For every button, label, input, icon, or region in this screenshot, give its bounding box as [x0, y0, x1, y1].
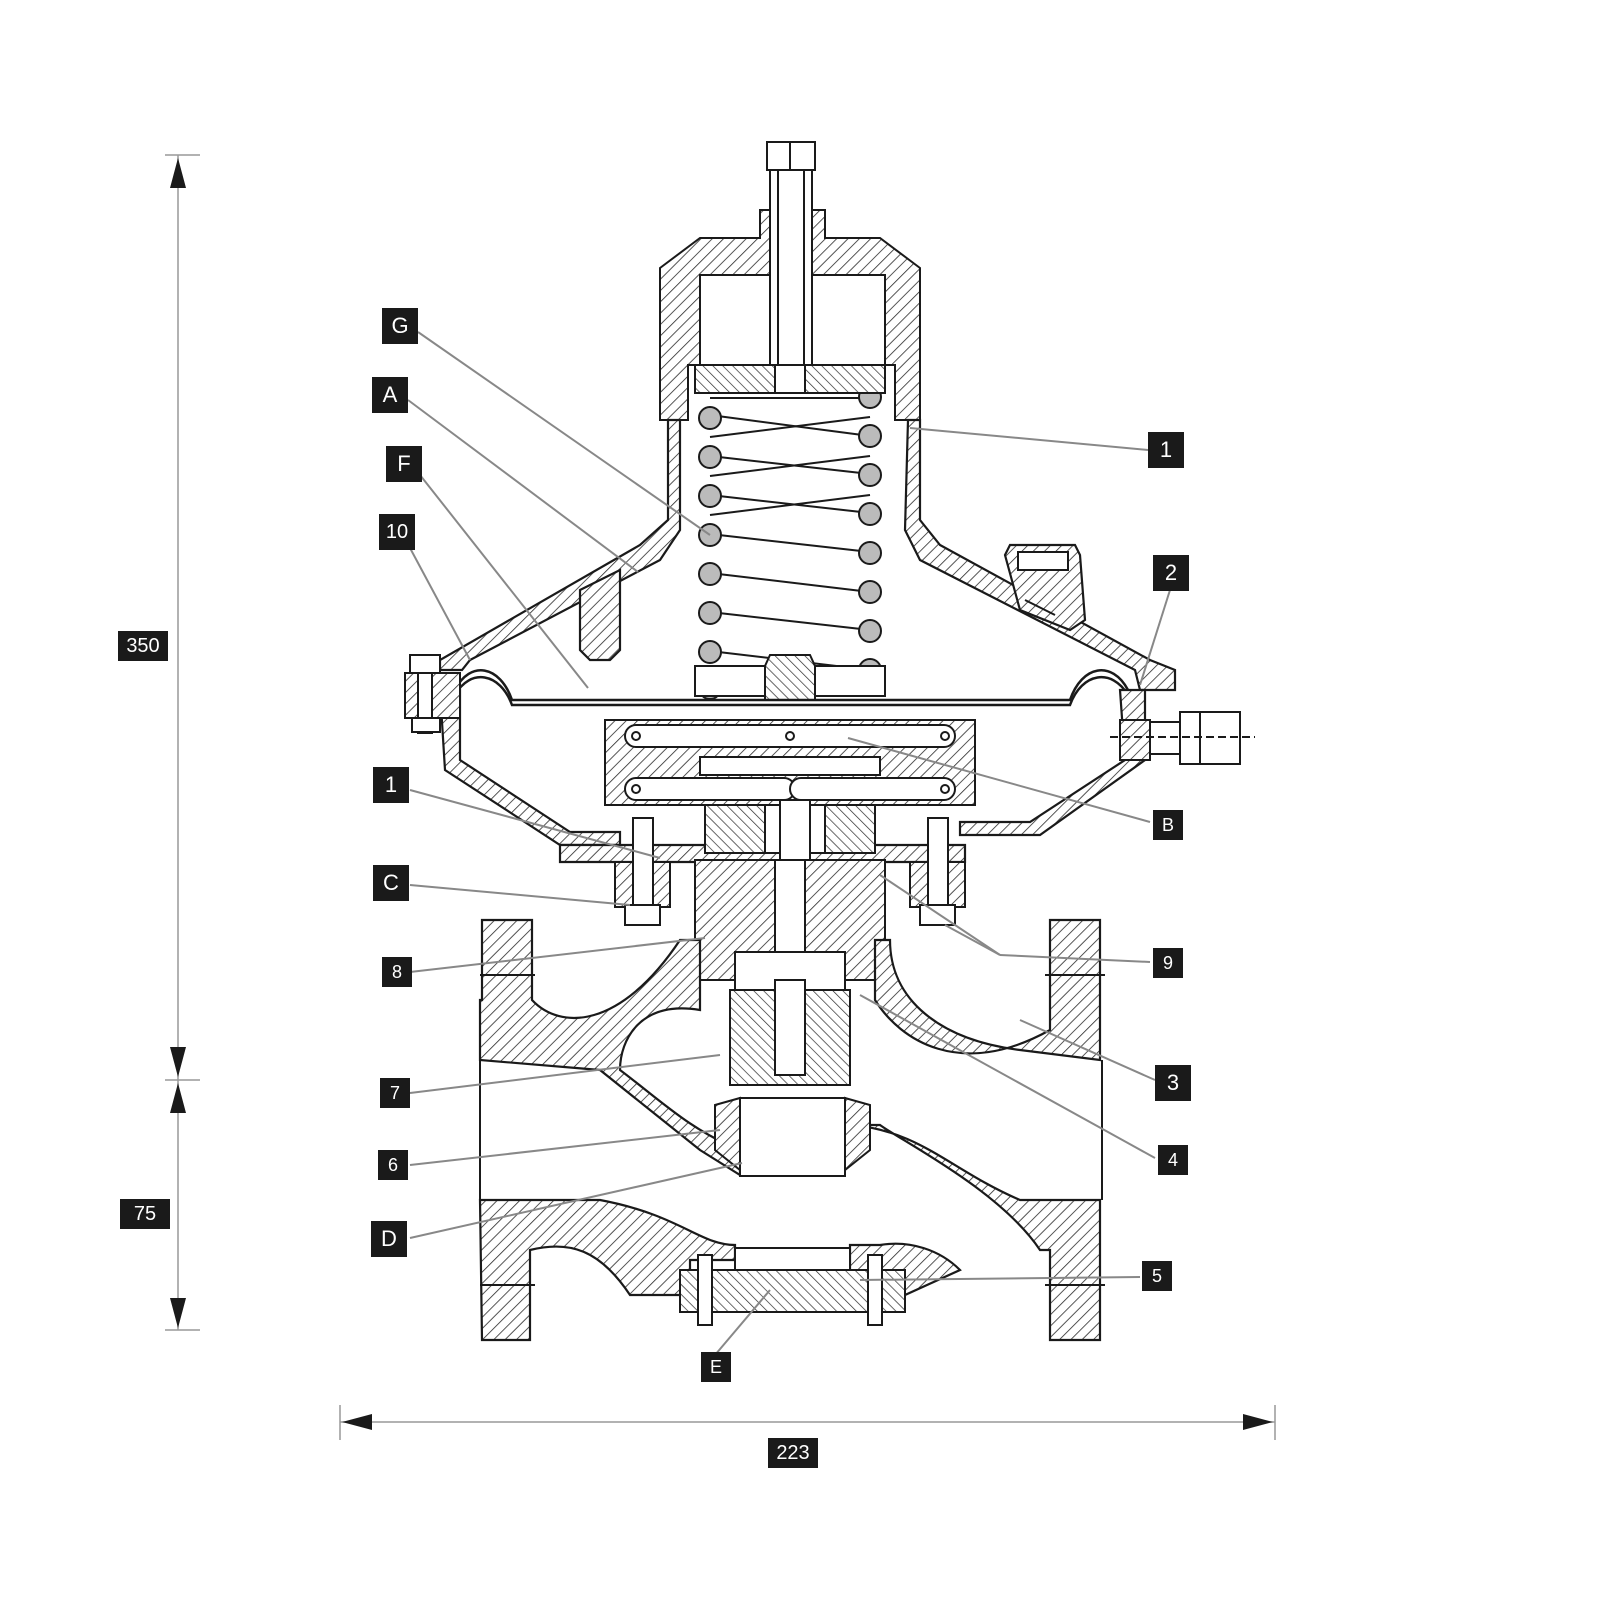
body-flange-lines [479, 974, 1105, 1286]
spring-coil-sections [698, 385, 882, 700]
callout-b: B [1153, 810, 1183, 840]
callout-6: 6 [378, 1150, 408, 1180]
valve-stem-assembly [694, 799, 886, 1086]
spring-plates [694, 364, 886, 701]
dimension-lines [165, 154, 1276, 1440]
vent-plug [1017, 551, 1069, 616]
callout-3: 3 [1155, 1065, 1191, 1101]
valve-seat [714, 1096, 871, 1177]
callout-1-left: 1 [373, 767, 409, 803]
callout-7: 7 [380, 1078, 410, 1108]
dimension-label-223: 223 [768, 1438, 818, 1468]
callout-1-top: 1 [1148, 432, 1184, 468]
callout-e: E [701, 1352, 731, 1382]
adjusting-screw [766, 141, 816, 366]
callout-a: A [372, 377, 408, 413]
spring-cap [659, 209, 921, 421]
diaphragm [453, 669, 1130, 707]
main-spring [709, 397, 871, 671]
callout-2: 2 [1153, 555, 1189, 591]
dimension-label-75: 75 [120, 1199, 170, 1229]
callout-4: 4 [1158, 1145, 1188, 1175]
dimension-arrowheads [170, 158, 1273, 1430]
bonnet-bolts [614, 817, 966, 926]
dimension-label-350: 350 [118, 631, 168, 661]
bottom-cover [679, 1247, 906, 1326]
sensing-fitting [1110, 711, 1255, 765]
callout-9: 9 [1153, 948, 1183, 978]
callout-5: 5 [1142, 1261, 1172, 1291]
callout-g: G [382, 308, 418, 344]
callout-d: D [371, 1221, 407, 1257]
callout-8: 8 [382, 957, 412, 987]
leader-lines [407, 331, 1171, 1356]
callout-f: F [386, 446, 422, 482]
callout-c: C [373, 865, 409, 901]
left-flange-bolt [404, 654, 461, 734]
callout-10: 10 [379, 514, 415, 550]
lever-mechanism [604, 719, 976, 806]
